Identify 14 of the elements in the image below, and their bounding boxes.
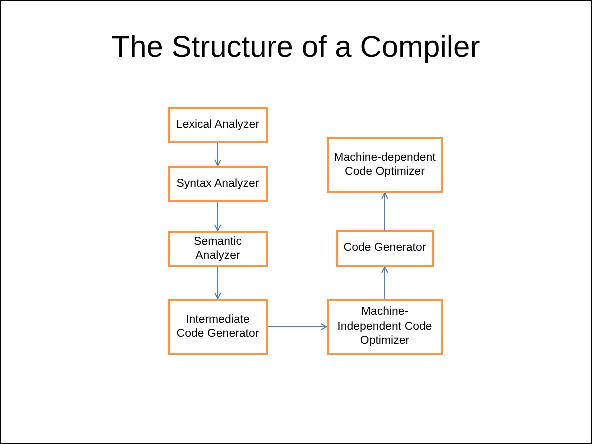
arrow — [214, 266, 222, 300]
arrow — [214, 142, 222, 166]
process-box: Code Generator — [336, 230, 434, 267]
arrow — [268, 324, 328, 330]
arrow — [382, 266, 388, 300]
process-box: Syntax Analyzer — [168, 166, 268, 202]
process-box: Machine-Independent Code Optimizer — [327, 299, 443, 355]
arrow — [382, 192, 388, 230]
arrow — [214, 202, 222, 232]
process-box: Semantic Analyzer — [168, 231, 268, 267]
slide-title: The Structure of a Compiler — [110, 31, 482, 65]
process-box: Intermediate Code Generator — [168, 299, 268, 355]
process-box: Machine-dependent Code Optimizer — [327, 137, 443, 193]
process-box: Lexical Analyzer — [168, 107, 268, 143]
